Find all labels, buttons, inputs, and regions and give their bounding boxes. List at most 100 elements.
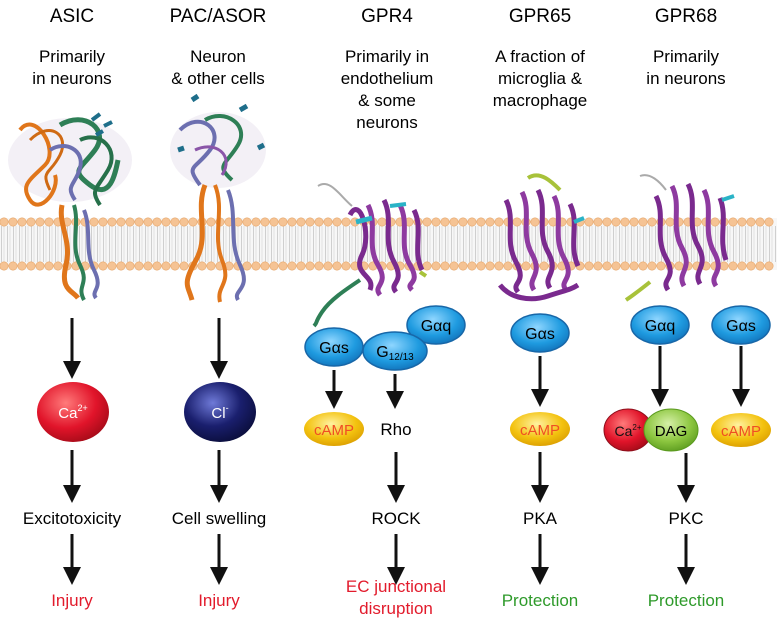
lipid-head xyxy=(656,261,666,271)
gpr65-camp-label: cAMP xyxy=(520,422,560,439)
lipid-head xyxy=(26,217,36,227)
lipid-head xyxy=(125,217,135,227)
location-asic-line1: Primarily xyxy=(39,47,106,66)
lipid-head xyxy=(8,261,18,271)
receptor-name-pac: PAC/ASOR xyxy=(170,6,267,27)
lipid-head xyxy=(35,261,45,271)
lipid-head xyxy=(584,261,594,271)
lipid-head xyxy=(737,217,747,227)
lipid-head xyxy=(467,217,477,227)
gpr4-protein-structure xyxy=(312,183,428,328)
lipid-head xyxy=(98,261,108,271)
lipid-head xyxy=(467,261,477,271)
lipid-head xyxy=(296,261,306,271)
gpr65-gas-protein xyxy=(510,313,570,353)
lipid-head xyxy=(269,261,279,271)
gpr65-gas-label: Gαs xyxy=(525,326,555,343)
lipid-head xyxy=(611,261,621,271)
lipid-head xyxy=(287,261,297,271)
gpr68-gaq-label: Gαq xyxy=(645,318,676,335)
lipid-head xyxy=(602,217,612,227)
lipid-head xyxy=(179,261,189,271)
lipid-head xyxy=(89,217,99,227)
lipid-head xyxy=(251,261,261,271)
lipid-head xyxy=(305,261,315,271)
lipid-head xyxy=(179,217,189,227)
lipid-head xyxy=(161,261,171,271)
chloride-ion xyxy=(184,382,256,442)
lipid-head xyxy=(152,217,162,227)
lipid-head xyxy=(323,217,333,227)
lipid-head xyxy=(242,261,252,271)
lipid-head xyxy=(260,261,270,271)
lipid-head xyxy=(269,217,279,227)
lipid-head xyxy=(206,261,216,271)
location-pac-line2: & other cells xyxy=(171,69,265,88)
gpr65-protein-structure xyxy=(498,173,585,302)
lipid-head xyxy=(620,261,630,271)
lipid-head xyxy=(278,261,288,271)
lipid-head xyxy=(755,261,765,271)
lipid-head xyxy=(206,217,216,227)
gpr4-rho-label: Rho xyxy=(380,420,411,439)
lipid-head xyxy=(170,217,180,227)
chloride-ion-label: Cl- xyxy=(211,403,228,422)
lipid-head xyxy=(260,217,270,227)
asic-step-label: Excitotoxicity xyxy=(23,509,122,528)
lipid-head xyxy=(539,261,549,271)
receptor-name-gpr65: GPR65 xyxy=(509,6,571,27)
lipid-head xyxy=(431,217,441,227)
lipid-head xyxy=(647,217,657,227)
lipid-head xyxy=(521,261,531,271)
lipid-head xyxy=(116,217,126,227)
lipid-head xyxy=(440,217,450,227)
lipid-head xyxy=(710,217,720,227)
lipid-head xyxy=(629,261,639,271)
gpr4-camp-label: cAMP xyxy=(314,422,354,439)
lipid-head xyxy=(476,261,486,271)
gpr68-gaq-protein xyxy=(630,305,690,345)
lipid-head xyxy=(332,261,342,271)
lipid-head xyxy=(134,217,144,227)
lipid-head xyxy=(98,217,108,227)
lipid-head xyxy=(0,261,9,271)
lipid-head xyxy=(251,217,261,227)
lipid-head xyxy=(170,261,180,271)
lipid-head xyxy=(764,261,774,271)
pac-pathway: Cl- Cell swelling Injury xyxy=(172,318,266,610)
gpr4-gas-label: Gαs xyxy=(319,340,349,357)
lipid-head xyxy=(323,261,333,271)
gpr4-outcome-line2: disruption xyxy=(359,599,433,618)
gpr4-g1213-label: G12/13 xyxy=(376,344,414,363)
lipid-head xyxy=(449,261,459,271)
lipid-head xyxy=(458,217,468,227)
membrane-head-row-bottom xyxy=(0,261,774,271)
lipid-head xyxy=(458,261,468,271)
lipid-head xyxy=(134,261,144,271)
location-gpr4-line2: endothelium xyxy=(341,69,434,88)
asic-outcome-label: Injury xyxy=(51,591,93,610)
gpr4-pathway: Gαs Gαq G12/13 cAMP Rho ROCK EC junction… xyxy=(304,305,466,618)
lipid-head xyxy=(746,217,756,227)
lipid-head xyxy=(620,217,630,227)
lipid-head xyxy=(107,217,117,227)
gpr65-pathway: Gαs cAMP PKA Protection xyxy=(502,313,578,610)
gpr65-kinase-label: PKA xyxy=(523,509,558,528)
location-pac-line1: Neuron xyxy=(190,47,246,66)
asic-protein-structure xyxy=(8,112,132,301)
lipid-head xyxy=(53,261,63,271)
lipid-head xyxy=(611,217,621,227)
lipid-head xyxy=(638,261,648,271)
location-gpr68-line2: in neurons xyxy=(646,69,725,88)
lipid-head xyxy=(26,261,36,271)
lipid-head xyxy=(719,261,729,271)
lipid-head xyxy=(449,217,459,227)
location-gpr65-line1: A fraction of xyxy=(495,47,585,66)
gpr68-camp xyxy=(711,413,771,447)
lipid-head xyxy=(638,217,648,227)
location-gpr4-line4: neurons xyxy=(356,113,417,132)
gpr68-outcome-label: Protection xyxy=(648,591,725,610)
lipid-head xyxy=(44,217,54,227)
pac-outcome-label: Injury xyxy=(198,591,240,610)
